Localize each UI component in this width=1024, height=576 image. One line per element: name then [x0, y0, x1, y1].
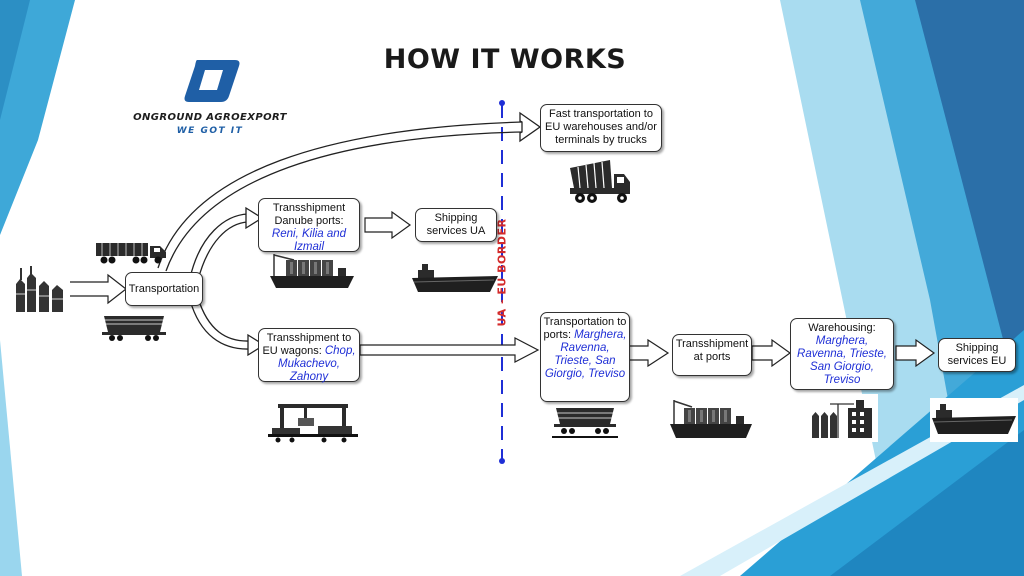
node-danube-prefix: Transshipment Danube ports: [272, 202, 346, 227]
node-transshipment-ports-label: Transshipment at ports [675, 338, 749, 363]
hopper-wagon-icon [102, 316, 166, 341]
logo-tagline: WE GOT IT [176, 126, 244, 136]
node-eu-wagons-prefix: Transshipment to EU wagons: [262, 332, 352, 357]
warehouse-icon [808, 394, 878, 442]
sea-ship-icon [930, 398, 1018, 442]
node-shipping-ua: Shipping services UA [415, 208, 497, 242]
node-eu-wagons-places: Chop, Mukachevo, Zahony [277, 345, 356, 383]
node-transportation-label: Transportation [128, 283, 200, 295]
block-arrows [65, 210, 936, 368]
node-warehousing-prefix: Warehousing: [808, 322, 876, 334]
port-terminal-icon [552, 408, 618, 438]
node-eu-wagons: Transshipment to EU wagons: Chop, Mukach… [258, 328, 360, 383]
gantry-crane-icon [268, 402, 358, 446]
node-warehousing: Warehousing: Marghera, Ravenna, Trieste,… [790, 318, 894, 390]
dump-truck-icon [570, 160, 630, 203]
node-ports-transport: Transportation to ports: Marghera, Raven… [540, 312, 630, 402]
border-line [499, 100, 505, 464]
node-danube-ports-list: Reni, Kilia and Izmail [271, 228, 347, 253]
transshipment-ship-icon [670, 400, 752, 438]
grain-truck-icon [96, 243, 166, 264]
page-title: HOW IT WORKS [383, 44, 627, 75]
node-fast-truck: Fast transportation to EU warehouses and… [540, 104, 662, 152]
cargo-ship-icon [412, 264, 498, 292]
node-ports-transport-prefix: Transportation to ports: [543, 316, 627, 341]
node-transportation: Transportation [125, 272, 203, 306]
curved-arrows [157, 111, 542, 357]
node-ports-transport-places: Marghera, Ravenna, Trieste, San Giorgio,… [544, 329, 627, 380]
node-shipping-eu-label: Shipping services EU [947, 342, 1007, 367]
logo-mark [184, 60, 240, 102]
node-fast-truck-label: Fast transportation to EU warehouses and… [545, 108, 657, 146]
node-danube-ports: Transshipment Danube ports: Reni, Kilia … [258, 198, 360, 253]
grain-silos-icon [10, 264, 70, 316]
node-shipping-ua-label: Shipping services UA [426, 212, 486, 237]
logo-name: ONGROUND AGROEXPORT [133, 112, 287, 123]
node-transshipment-ports: Transshipment at ports [672, 334, 752, 376]
river-port-icon [270, 254, 354, 288]
node-shipping-eu: Shipping services EU [938, 338, 1016, 372]
node-warehousing-places: Marghera, Ravenna, Trieste, San Giorgio,… [797, 335, 887, 386]
